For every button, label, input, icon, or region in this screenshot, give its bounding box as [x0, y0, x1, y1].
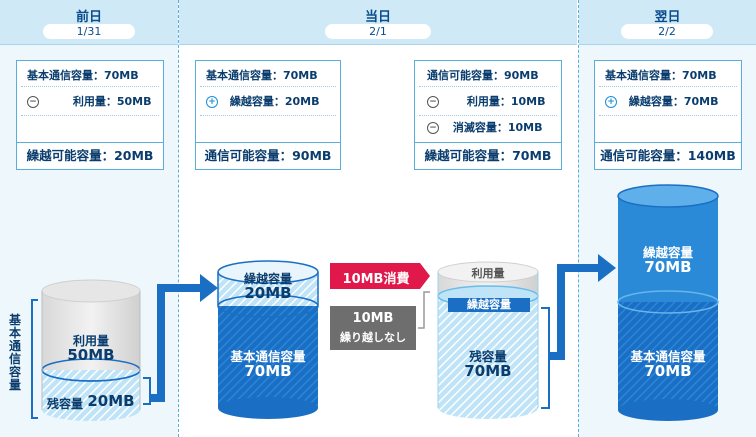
cyl-next-carry-value: 70MB [644, 258, 692, 276]
info-next-sep1 [599, 86, 737, 87]
header-next: 翌日 2/2 [579, 0, 756, 45]
bracket-no-carry [418, 291, 430, 329]
vertical-base-label: 基本通信容量 [8, 313, 21, 392]
info-today1-row2: + 繰越容量：20MB [206, 93, 340, 109]
header-prev-date: 1/31 [43, 24, 135, 39]
consume-badge-shape [330, 263, 430, 289]
info-prev-sep2 [21, 115, 159, 116]
minus-icon: − [427, 96, 439, 108]
header-next-date: 2/2 [621, 24, 713, 39]
info-next-total: 通信可能容量：140MB [595, 142, 741, 169]
info-box-today-end: 通信可能容量：90MB − 利用量：10MB − 消滅容量：10MB 繰越可能容… [414, 60, 562, 170]
arrow-prev-to-today [150, 284, 202, 402]
no-carry-badge-line1: 10MB [352, 311, 394, 326]
info-box-today-start: 基本通信容量：70MB + 繰越容量：20MB 通信可能容量：90MB [195, 60, 341, 170]
cyl-next-base-label: 基本通信容量 [630, 349, 706, 364]
header-today-date: 2/1 [325, 24, 431, 39]
info-today2-sep1 [419, 86, 557, 87]
info-today2-row1: 通信可能容量：90MB [427, 69, 539, 82]
info-box-next: 基本通信容量：70MB + 繰越容量：70MB 通信可能容量：140MB [594, 60, 742, 170]
info-today1-total: 通信可能容量：90MB [196, 142, 340, 169]
cyl-prev-used-label: 利用量 [72, 334, 109, 348]
cyl-today2-remain-label: 残容量 [469, 349, 507, 364]
cyl-next-base-value: 70MB [644, 362, 692, 380]
cyl-prev-remain-value: 20MB [87, 392, 135, 410]
info-next-row2: + 繰越容量：70MB [605, 93, 741, 109]
no-carry-badge-line2: 繰り越しなし [340, 331, 406, 344]
header-next-title: 翌日 [654, 10, 681, 25]
info-today2-sep2 [419, 115, 557, 116]
info-today2-row3-text: 消滅容量：10MB [452, 121, 543, 134]
cylinder-today-end [437, 261, 539, 419]
info-today2-row3: − 消滅容量：10MB [427, 119, 561, 135]
bracket-remain-prev [143, 377, 151, 405]
divider-left [178, 0, 179, 437]
header-today-title: 当日 [364, 10, 391, 25]
info-next-sep2 [599, 115, 737, 116]
header-prev-title: 前日 [75, 10, 102, 25]
info-prev-row1: 基本通信容量：70MB [27, 69, 139, 82]
divider-right [578, 0, 579, 437]
info-prev-row2: − 利用量：50MB [27, 93, 163, 109]
plus-icon: + [206, 96, 218, 108]
info-today1-row2-text: 繰越容量：20MB [229, 95, 320, 108]
consume-badge-text: 10MB消費 [342, 272, 410, 287]
no-carry-badge-shape [330, 306, 416, 350]
cylinder-prev [41, 279, 141, 421]
info-today1-sep2 [200, 115, 336, 116]
arrow-today-to-next [549, 264, 600, 360]
plus-icon: + [605, 96, 617, 108]
info-today2-total: 繰越可能容量：70MB [415, 142, 561, 169]
info-box-prev: 基本通信容量：70MB − 利用量：50MB 繰越可能容量：20MB [16, 60, 164, 170]
cyl-today2-carry-label: 繰越容量 [467, 298, 511, 311]
cylinder-next [617, 184, 719, 421]
cylinder-today-start [217, 260, 319, 419]
cyl-today2-used-label: 利用量 [471, 267, 505, 280]
cyl-today1-base-value: 70MB [244, 362, 292, 380]
minus-icon: − [27, 96, 39, 108]
cyl-today2-remain-value: 70MB [464, 362, 512, 380]
bracket-base-prev [31, 299, 38, 419]
info-prev-sep1 [21, 86, 159, 87]
cyl-next-carry-label: 繰越容量 [642, 245, 693, 260]
info-today1-sep1 [200, 86, 336, 87]
header-prev: 前日 1/31 [0, 0, 178, 45]
minus-icon: − [427, 122, 439, 134]
info-next-row2-text: 繰越容量：70MB [628, 95, 719, 108]
info-today1-row1: 基本通信容量：70MB [206, 69, 318, 82]
header-today: 当日 2/1 [179, 0, 577, 45]
info-prev-row2-text: 利用量：50MB [72, 95, 152, 108]
info-next-row1: 基本通信容量：70MB [605, 69, 717, 82]
info-today2-row2-text: 利用量：10MB [466, 95, 546, 108]
info-prev-total: 繰越可能容量：20MB [17, 142, 163, 169]
bracket-remain-today [541, 307, 550, 409]
cyl-today1-base-label: 基本通信容量 [230, 349, 306, 364]
cyl-today1-carry-label: 繰越容量 [243, 272, 292, 286]
cyl-prev-used-value: 50MB [67, 346, 115, 364]
info-today2-row2: − 利用量：10MB [427, 93, 561, 109]
cyl-today1-carry-value: 20MB [244, 284, 292, 302]
cyl-prev-remain-label: 残容量 [46, 397, 83, 411]
